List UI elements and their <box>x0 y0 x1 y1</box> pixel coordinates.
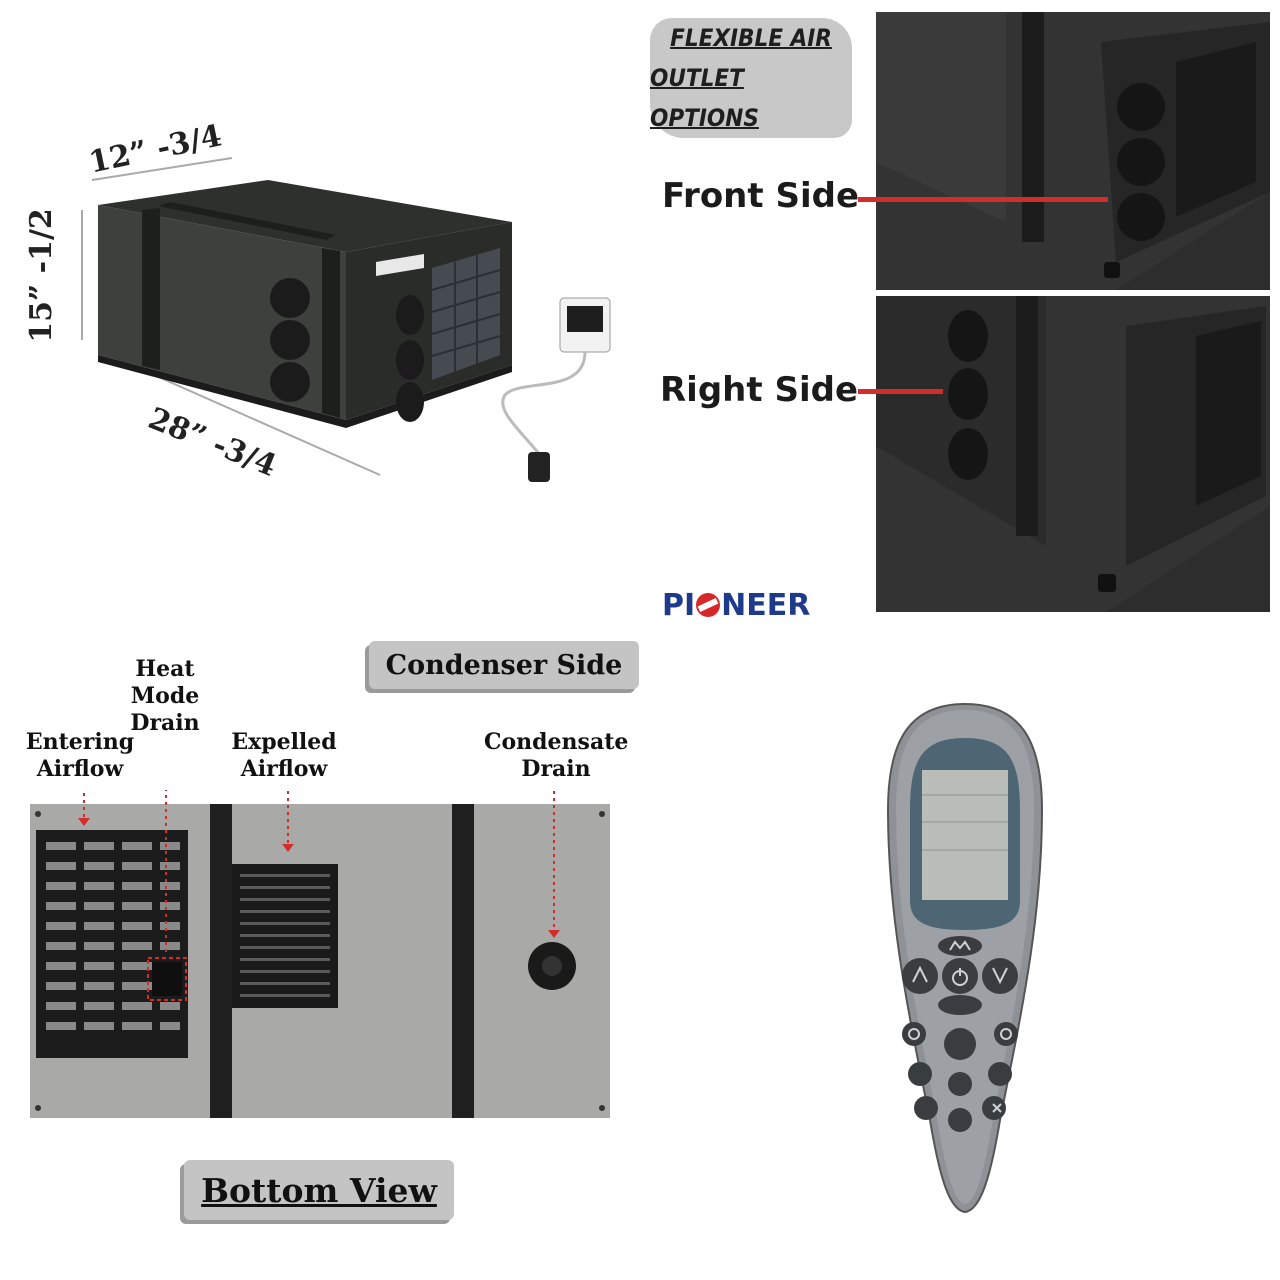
pioneer-logo-prefix: PI <box>662 588 696 623</box>
condensate-drain-line2: Drain <box>521 756 591 782</box>
condensate-drain-line1: Condensate <box>484 729 629 755</box>
pioneer-logo-suffix: NEER <box>721 588 811 623</box>
bottom-view-drawing <box>30 690 610 1118</box>
flexible-air-line1: FLEXIBLE AIR <box>670 24 832 52</box>
bottom-view-badge: Bottom View <box>184 1160 454 1220</box>
entering-airflow-line2: Airflow <box>36 756 124 782</box>
remote-control <box>880 700 1050 1220</box>
entering-airflow-line1: Entering <box>25 729 135 755</box>
unit-3d-illustration: 12” -3/4 15” -1/2 28” -3/4 <box>0 0 640 560</box>
expelled-airflow-label: Expelled Airflow <box>226 729 342 783</box>
bottom-view-photo <box>26 690 616 1130</box>
right-side-arrow <box>858 389 943 394</box>
entering-airflow-label: Entering Airflow <box>20 729 140 783</box>
front-side-photo <box>876 12 1270 290</box>
expelled-airflow-line2: Airflow <box>240 756 328 782</box>
front-side-label: Front Side <box>662 176 860 216</box>
pioneer-logo: PI NEER <box>662 588 810 623</box>
flexible-air-badge: FLEXIBLE AIR OUTLET OPTIONS <box>650 18 852 138</box>
front-side-drawing <box>876 12 1270 290</box>
flexible-air-line2: OUTLET OPTIONS <box>650 64 759 132</box>
condensate-drain-label: Condensate Drain <box>484 729 628 783</box>
condenser-side-badge: Condenser Side <box>369 641 639 689</box>
remote-control-drawing <box>886 702 1044 1214</box>
unit-3d-drawing <box>81 157 611 482</box>
dimension-height-label: 15” -1/2 <box>23 208 59 343</box>
heat-mode-drain-line1: Heat Mode <box>130 656 200 709</box>
bottom-view-text: Bottom View <box>201 1170 437 1210</box>
right-side-photo <box>876 296 1270 612</box>
front-side-arrow <box>858 197 1108 202</box>
pioneer-logo-o <box>696 593 721 617</box>
heat-mode-drain-label: Heat Mode Drain <box>100 656 230 737</box>
right-side-drawing <box>876 296 1270 612</box>
heat-mode-drain-line2: Drain <box>130 710 200 736</box>
expelled-airflow-line1: Expelled <box>231 729 337 755</box>
right-side-label: Right Side <box>660 370 859 410</box>
